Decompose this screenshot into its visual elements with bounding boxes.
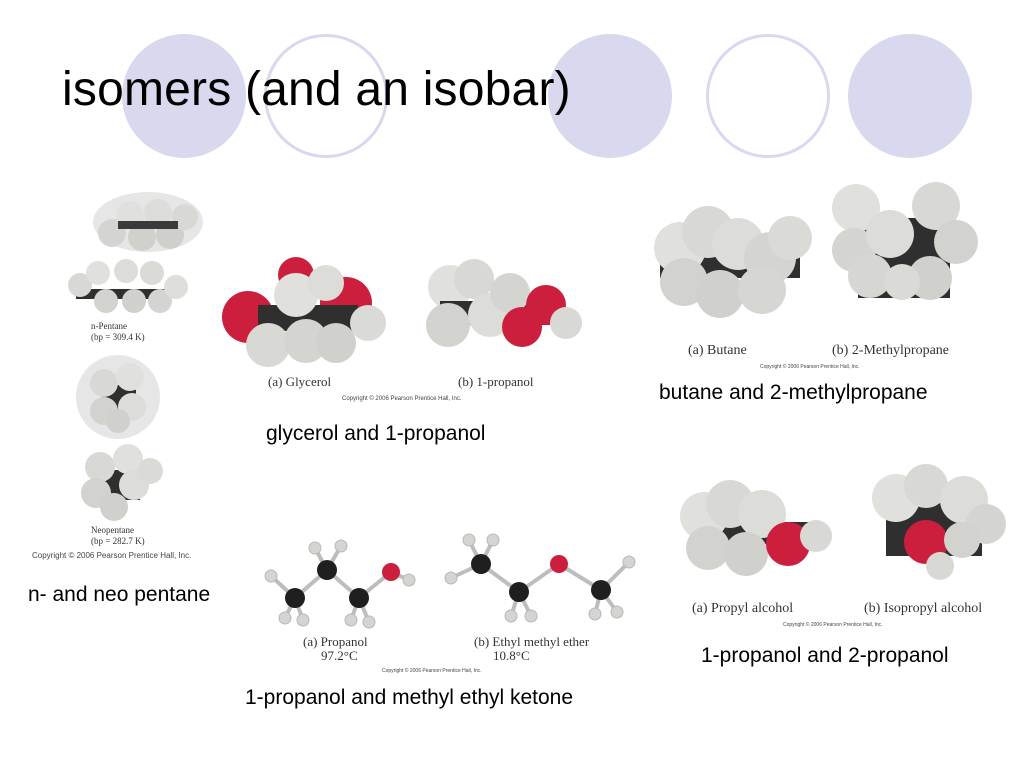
- butane-caption: butane and 2-methylpropane: [659, 381, 928, 404]
- butane-figure: (a) Butane (b) 2-Methylpropane Copyright…: [640, 178, 1000, 373]
- propanol-ball-label: (a) Propanol: [303, 634, 368, 649]
- isopropyl-alcohol-label: (b) Isopropyl alcohol: [864, 601, 982, 616]
- ether-temp: 10.8°C: [493, 648, 530, 663]
- glycerol-caption: glycerol and 1-propanol: [266, 422, 486, 445]
- n-pentane-bp: (bp = 309.4 K): [91, 332, 145, 342]
- propanol-ether-figure: (a) Propanol 97.2°C (b) Ethyl methyl eth…: [255, 530, 645, 675]
- propanol-label: (b) 1-propanol: [458, 374, 534, 389]
- butane-label: (a) Butane: [688, 343, 747, 358]
- butane-figure-image: (a) Butane (b) 2-Methylpropane Copyright…: [654, 182, 978, 370]
- decor-ring-1: [264, 34, 388, 158]
- propanol-ether-caption: 1-propanol and methyl ethyl ketone: [245, 686, 574, 709]
- glycerol-figure-image: (a) Glycerol (b) 1-propanol Copyright © …: [222, 257, 582, 402]
- butane-copyright: Copyright © 2006 Pearson Prentice Hall, …: [760, 363, 860, 370]
- decor-circle-1: [122, 34, 246, 158]
- neopentane-bp: (bp = 282.7 K): [91, 536, 145, 546]
- propyl-figure-image: (a) Propyl alcohol (b) Isopropyl alcohol…: [680, 464, 1006, 628]
- pentane-copyright: Copyright © 2006 Pearson Prentice Hall, …: [32, 551, 191, 560]
- propyl-figure: (a) Propyl alcohol (b) Isopropyl alcohol…: [670, 460, 1020, 630]
- methylpropane-label: (b) 2-Methylpropane: [832, 343, 949, 358]
- slide-title: isomers (and an isobar): [62, 63, 571, 116]
- propanol-ether-figure-image: (a) Propanol 97.2°C (b) Ethyl methyl eth…: [264, 533, 636, 674]
- propanol-ether-copyright: Copyright © 2006 Pearson Prentice Hall, …: [382, 667, 482, 674]
- pentane-figure: n-Pentane (bp = 309.4 K) Neopentane (bp …: [30, 185, 230, 565]
- glycerol-label: (a) Glycerol: [268, 374, 332, 389]
- ether-label: (b) Ethyl methyl ether: [474, 634, 590, 649]
- glycerol-copyright: Copyright © 2006 Pearson Prentice Hall, …: [342, 395, 462, 402]
- n-pentane-label: n-Pentane: [91, 321, 127, 331]
- propyl-alcohol-label: (a) Propyl alcohol: [692, 601, 793, 616]
- propanol-temp: 97.2°C: [321, 648, 358, 663]
- decor-circle-3: [848, 34, 972, 158]
- propyl-caption: 1-propanol and 2-propanol: [701, 644, 949, 667]
- decor-ring-2: [706, 34, 830, 158]
- neopentane-label: Neopentane: [91, 525, 134, 535]
- pentane-figure-image: n-Pentane (bp = 309.4 K) Neopentane (bp …: [32, 192, 203, 560]
- propyl-copyright: Copyright © 2006 Pearson Prentice Hall, …: [783, 621, 883, 628]
- decor-circle-2: [548, 34, 672, 158]
- glycerol-figure: (a) Glycerol (b) 1-propanol Copyright © …: [218, 245, 598, 405]
- pentane-caption: n- and neo pentane: [28, 583, 211, 606]
